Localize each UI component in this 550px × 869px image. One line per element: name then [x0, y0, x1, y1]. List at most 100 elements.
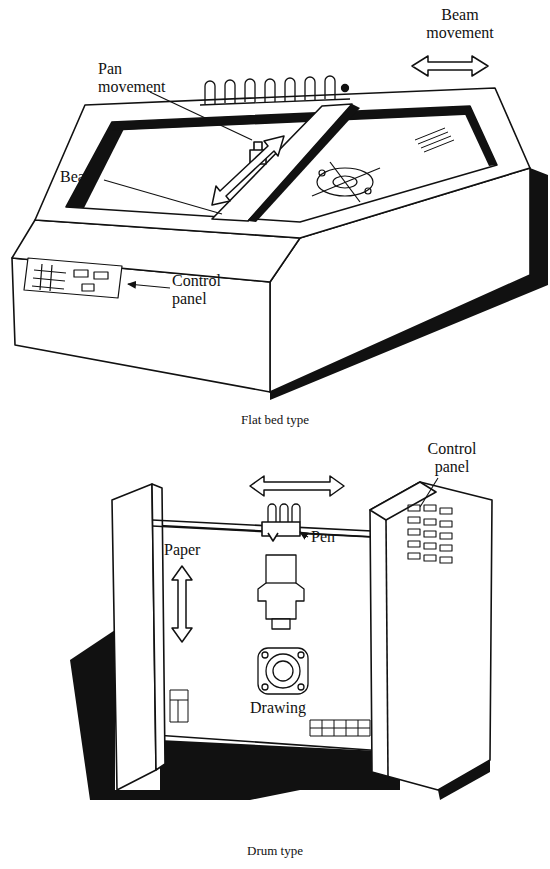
part-label: Pen [311, 528, 351, 546]
drum-control-panel-part [408, 505, 420, 511]
flatbed-plotter-part [254, 142, 262, 150]
bed-hatch [415, 128, 454, 152]
paper-drawings-part [273, 661, 293, 681]
leader-lines-part [104, 180, 222, 214]
bed-hatch-part [424, 140, 454, 152]
drum-arrows [172, 476, 344, 642]
drum-plotter-part [268, 533, 278, 541]
paper-drawings-part [266, 654, 300, 688]
pen-rack-part [305, 77, 315, 100]
drum-pens-part [280, 504, 288, 522]
pen-rack-part [245, 79, 255, 102]
drum-control-panel-part [408, 529, 420, 535]
right-band [463, 106, 497, 166]
paper [150, 525, 398, 752]
drum-pens-part [268, 504, 276, 522]
movement-arrows [212, 56, 488, 205]
flatbed-control-panel-part [40, 264, 42, 290]
figure-caption: Drum type [200, 843, 350, 858]
movement-arrows-part [212, 136, 284, 205]
top-rim [35, 88, 530, 238]
drum-control-panel-part [424, 519, 436, 525]
flatbed-control-panel-part [33, 278, 65, 281]
drum-plotter-part [370, 482, 436, 520]
bed-hatch-part [418, 132, 448, 144]
bed-drawing-part [330, 162, 360, 202]
drum-control-panel-part [424, 531, 436, 537]
drum-plotter-part [300, 532, 308, 537]
back-band [112, 106, 472, 130]
pen-rack-part [205, 81, 215, 104]
right-pedestal [370, 482, 492, 790]
pen-rack [200, 76, 350, 105]
flatbed-plotter-part [112, 114, 470, 130]
paper-titleblock-part [170, 700, 188, 701]
drum-pens-part [292, 504, 300, 522]
drum-plotter-part [438, 760, 490, 800]
pen-rack-part [225, 80, 235, 103]
pen-rack-part [265, 79, 275, 102]
paper-drawings-part [266, 582, 296, 583]
paper-drawings-part [298, 684, 304, 690]
leader-lines [104, 92, 252, 288]
paper-drawings-part [262, 684, 268, 690]
drum-control-panel-part [440, 557, 452, 563]
part-label: Control panel [172, 272, 242, 308]
flatbed-control-panel-part [32, 286, 64, 289]
beam-side [248, 104, 360, 222]
part-label: Pan movement [98, 60, 162, 96]
part-label: Drawing [250, 699, 330, 717]
paper-drawings-part [272, 619, 290, 629]
part-label: Control panel [414, 440, 490, 476]
flatbed-control-panel-part [74, 270, 88, 277]
paper-titleblock-part [310, 728, 370, 729]
paper-titleblock [170, 690, 370, 736]
movement-arrows-part [412, 56, 488, 76]
drum-control-panel-part [408, 517, 420, 523]
leader-lines-part [128, 284, 170, 288]
drum-control-panel [408, 505, 452, 563]
movement-label: Beam movement [418, 6, 502, 42]
bed-drawing [312, 162, 380, 202]
paper-titleblock-part [178, 700, 179, 722]
part-label: Paper [164, 541, 224, 559]
leader-lines-part [150, 92, 252, 140]
pen-rack-part [325, 76, 335, 99]
pen-rack-part [285, 78, 295, 101]
drum-control-panel-part [424, 543, 436, 549]
bed-drawing-part [312, 168, 380, 196]
part-label: Beam [60, 168, 120, 186]
drum-control-panel-part [440, 508, 452, 514]
paper-drawings-part [258, 555, 304, 619]
drum-arrows-part [172, 566, 192, 642]
paper-drawings [258, 555, 308, 694]
paper-drawings-part [298, 652, 304, 658]
drum-pens [268, 504, 300, 522]
paper-drawings-part [262, 652, 268, 658]
drum-plotter-part [386, 520, 388, 776]
drum-plotter-part [420, 478, 438, 507]
drum-control-panel-part [440, 545, 452, 551]
left-band [66, 121, 128, 208]
flatbed-control-panel [24, 258, 122, 298]
bed-hatch-part [415, 128, 445, 140]
drum-control-panel-part [440, 533, 452, 539]
bed-hatch-part [421, 136, 451, 148]
drum-plotter [70, 476, 492, 800]
drum-control-panel-part [440, 521, 452, 527]
flatbed-control-panel-part [94, 272, 108, 279]
flatbed-plotter [12, 56, 548, 400]
paper-drawings-part [258, 648, 308, 694]
figure-caption: Flat bed type [200, 412, 350, 427]
drum-control-panel-part [408, 553, 420, 559]
drum-control-panel-part [408, 541, 420, 547]
drum-control-panel-part [424, 555, 436, 561]
bed-drawing-part [319, 170, 325, 176]
bed-drawing-part [365, 188, 371, 194]
flatbed-control-panel-part [34, 270, 66, 273]
flatbed-control-panel-part [24, 258, 122, 298]
drum-control-panel-part [424, 505, 436, 511]
drum-arrows-part [250, 476, 344, 496]
